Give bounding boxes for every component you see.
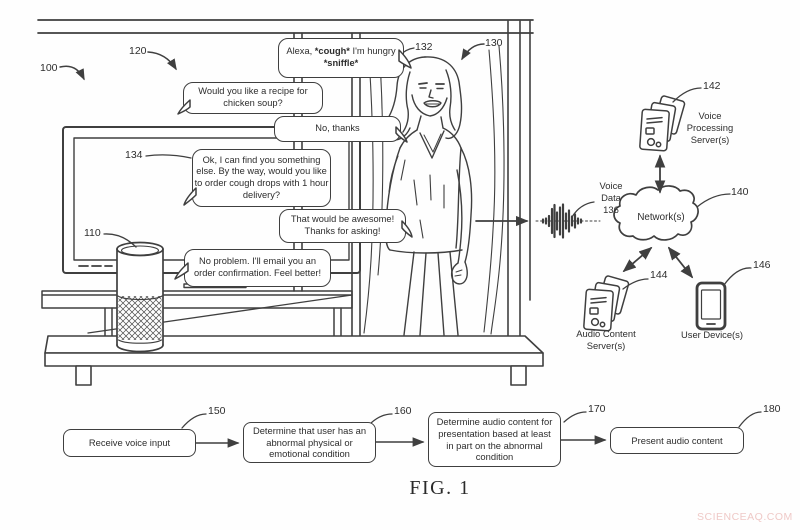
watermark: SCIENCEAQ.COM: [697, 511, 793, 523]
ref-160: 160: [394, 405, 412, 417]
voice-processing-server-icon: [638, 94, 687, 152]
ref-150: 150: [208, 405, 226, 417]
network-cloud-label: Network(s): [637, 212, 685, 223]
smart-speaker-icon: [116, 241, 164, 353]
figure-caption: FIG. 1: [409, 477, 471, 499]
flow-step-receive-voice-input: Receive voice input: [63, 429, 196, 457]
bench: [44, 335, 544, 386]
ref-142: 142: [703, 80, 721, 92]
flow-step-present-audio-content: Present audio content: [610, 427, 744, 454]
ref-144: 144: [650, 269, 668, 281]
woman-figure: [383, 56, 473, 336]
flow-arrows: [195, 435, 607, 448]
flow-step-determine-condition: Determine that user has an abnormal phys…: [243, 422, 376, 463]
ref-140: 140: [731, 186, 749, 198]
flow-step-determine-audio-content: Determine audio content for presentation…: [428, 412, 561, 467]
voice-data-leader: [571, 201, 595, 218]
user-device-label: User Device(s): [681, 329, 743, 340]
speech-bubble-assistant-confirm: No problem. I'll email you an order conf…: [184, 249, 331, 287]
ref-120: 120: [129, 45, 147, 57]
speech-bubble-user-decline: No, thanks: [274, 116, 401, 142]
ref-100: 100: [40, 62, 58, 74]
voice-processing-server-label: Voice Processing Server(s): [686, 110, 734, 145]
ref-146: 146: [753, 259, 771, 271]
network-links: [622, 154, 694, 279]
ref-arrows: [59, 43, 485, 81]
curtain-folds: [363, 43, 505, 335]
smartphone-icon: [695, 281, 727, 331]
ref-130: 130: [485, 37, 503, 49]
sideboard-table: [41, 290, 353, 337]
ref-134: 134: [125, 149, 143, 161]
ref-leaders: [103, 47, 762, 429]
audio-content-server-label: Audio Content Server(s): [576, 328, 636, 351]
voice-data-label: Voice Data 136: [599, 180, 623, 215]
ref-132: 132: [415, 41, 433, 53]
speech-bubble-assistant-offer: Ok, I can find you something else. By th…: [192, 149, 331, 207]
cloud-icon: [613, 185, 699, 241]
speech-bubble-assistant-recipe: Would you like a recipe for chicken soup…: [183, 82, 323, 114]
ref-110: 110: [84, 227, 101, 239]
waveform-icon: [535, 203, 601, 239]
ref-136: 136: [603, 203, 619, 215]
speech-bubble-user-accept: That would be awesome! Thanks for asking…: [279, 209, 406, 243]
ref-170: 170: [588, 403, 606, 415]
speech-bubble-user-greeting: Alexa, *cough* I'm hungry *sniffle*: [278, 38, 404, 78]
audio-content-server-icon: [582, 274, 631, 332]
ref-180: 180: [763, 403, 781, 415]
room-ceiling: [37, 19, 534, 34]
